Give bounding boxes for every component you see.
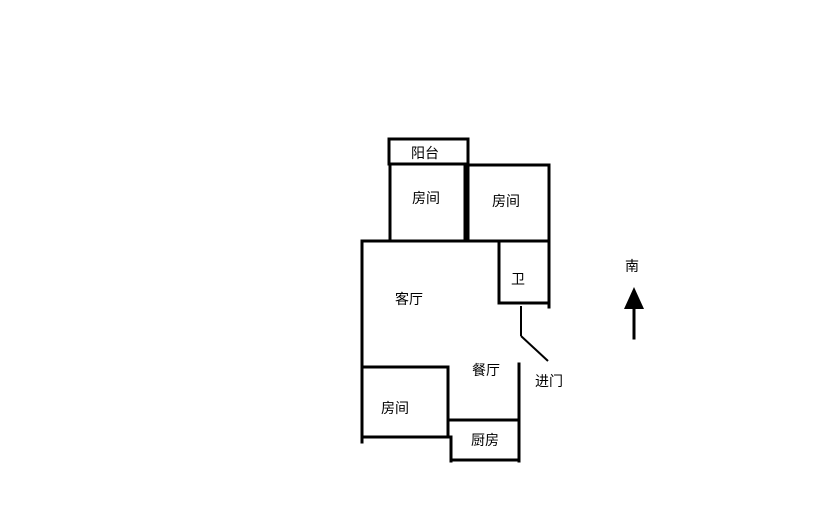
compass-arrow-head [624, 287, 644, 309]
bathroom-label: 卫 [511, 272, 525, 288]
entrance-door-swing [520, 335, 549, 362]
bedroom-top-left-label: 房间 [412, 191, 440, 207]
compass-label: 南 [625, 259, 639, 275]
balcony-label: 阳台 [411, 146, 439, 162]
bedroom-top-right-label: 房间 [492, 194, 520, 210]
entrance-label: 进门 [535, 374, 563, 390]
bedroom-bottom-left-label: 房间 [381, 401, 409, 417]
living-room-label: 客厅 [395, 291, 423, 308]
kitchen-label: 厨房 [471, 433, 499, 449]
dining-room-label: 餐厅 [472, 363, 500, 379]
